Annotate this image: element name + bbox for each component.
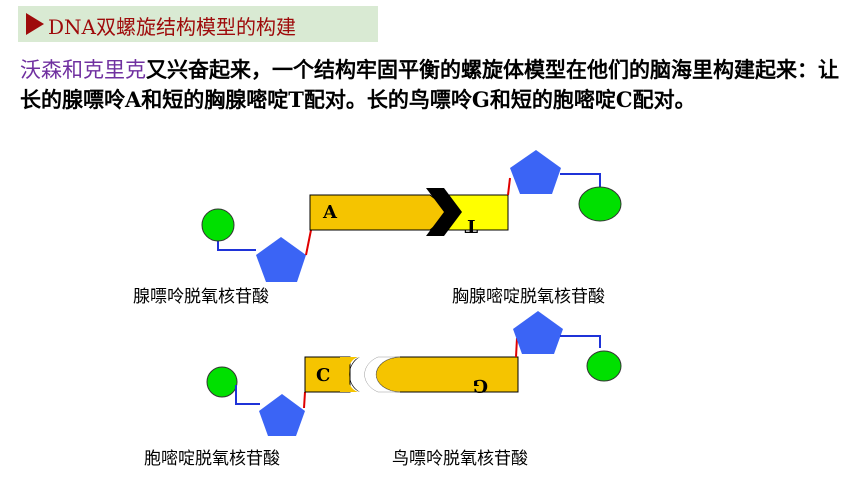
bond-line <box>507 177 511 196</box>
base-letter-t: T <box>464 215 478 236</box>
deoxyribose-pentagon <box>513 311 563 354</box>
phosphate-circle <box>206 366 238 398</box>
paragraph-text: 又兴奋起来，一个结构牢固平衡的螺旋体模型在他们的脑海里构建起来：让长的腺嘌呤A和… <box>20 57 839 112</box>
bond-line <box>235 385 260 405</box>
scientist-names: 沃森和克里克 <box>20 58 146 82</box>
title-bar: DNA双螺旋结构模型的构建 <box>18 6 378 42</box>
guanine-nucleotide: G <box>364 311 622 396</box>
base-letter-g: G <box>473 375 488 396</box>
cytosine-base-fill <box>340 357 358 392</box>
thymine-nucleotide: T <box>426 150 622 236</box>
bond-line <box>560 335 601 348</box>
intro-paragraph: 沃森和克里克又兴奋起来，一个结构牢固平衡的螺旋体模型在他们的脑海里构建起来：让长… <box>20 55 850 115</box>
bond-line <box>515 337 518 358</box>
page-title: DNA双螺旋结构模型的构建 <box>48 15 296 39</box>
base-letter-c: C <box>316 365 330 386</box>
adenine-nucleotide: A <box>201 194 453 282</box>
bond-line <box>560 173 601 188</box>
guanine-tip <box>364 356 401 393</box>
cytosine-nucleotide: C <box>206 356 360 436</box>
label-cytosine: 胞嘧啶脱氧核苷酸 <box>144 449 280 469</box>
base-letter-a: A <box>322 202 338 223</box>
phosphate-circle <box>578 186 622 222</box>
bond-line <box>217 240 256 251</box>
deoxyribose-pentagon <box>510 150 561 194</box>
deoxyribose-pentagon <box>256 237 306 282</box>
deoxyribose-pentagon <box>259 394 305 436</box>
phosphate-circle <box>201 208 235 242</box>
bond-line <box>303 391 306 409</box>
arrow-bullet-icon <box>26 13 44 35</box>
label-thymine: 胸腺嘧啶脱氧核苷酸 <box>452 287 605 307</box>
guanine-base <box>375 356 519 393</box>
thymine-notch <box>426 188 462 236</box>
phosphate-circle <box>586 350 622 382</box>
label-adenine: 腺嘌呤脱氧核苷酸 <box>133 287 269 307</box>
label-guanine: 鸟嘌呤脱氧核苷酸 <box>392 449 528 469</box>
